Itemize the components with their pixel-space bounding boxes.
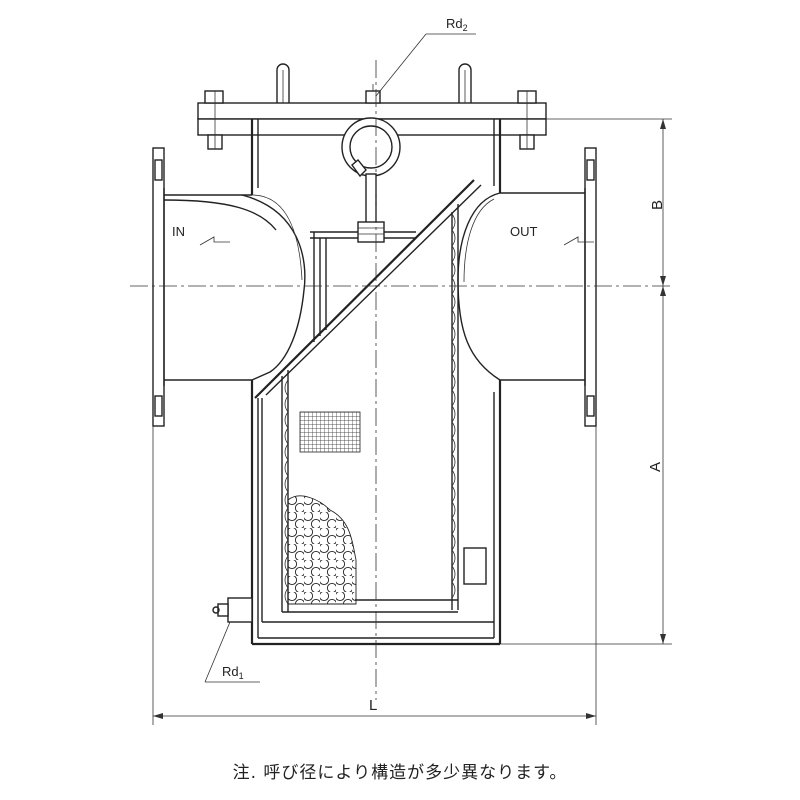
label-rd2: Rd2 xyxy=(446,16,468,33)
label-inlet: IN xyxy=(172,224,185,239)
rd2-plug xyxy=(365,33,476,104)
dim-l-label: L xyxy=(369,697,377,714)
center-lines xyxy=(130,60,670,700)
label-outlet: OUT xyxy=(510,224,538,239)
label-rd1: Rd1 xyxy=(222,664,244,681)
dim-a-label: A xyxy=(647,462,664,472)
rd1-plug xyxy=(204,597,260,683)
strainer-basket xyxy=(254,179,487,613)
dimension-lines xyxy=(152,118,672,725)
outlet-nozzle xyxy=(457,147,597,427)
basket-handle xyxy=(341,117,401,243)
inlet-nozzle xyxy=(152,147,306,427)
strainer-body xyxy=(250,119,502,646)
footnote: 注. 呼び径により構造が多少異なります。 xyxy=(232,763,568,783)
dim-b-label: B xyxy=(649,200,666,210)
